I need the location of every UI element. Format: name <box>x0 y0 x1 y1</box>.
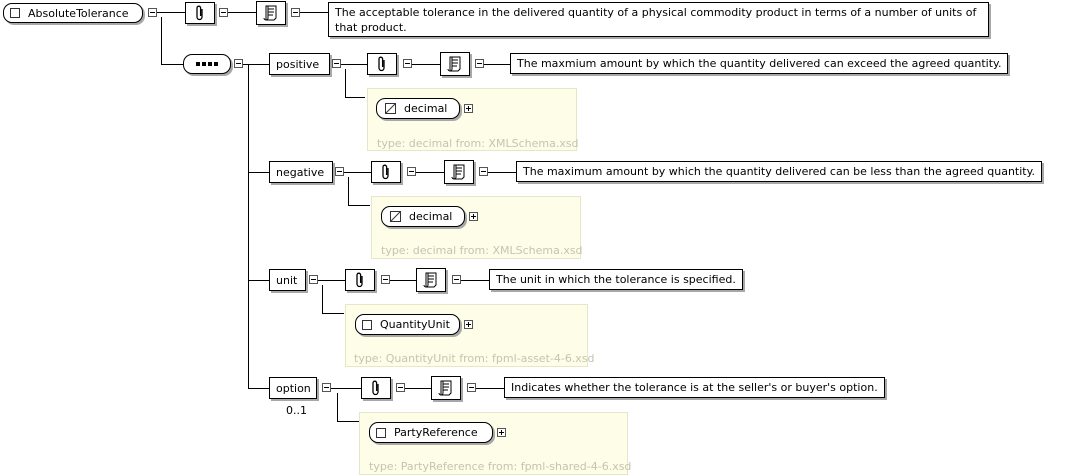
unit-type-expand-button[interactable] <box>464 320 473 329</box>
element-option[interactable]: option <box>269 377 317 399</box>
triangle-icon <box>385 103 396 114</box>
type-name: QuantityUnit <box>380 318 450 331</box>
option-type-box[interactable]: PartyReference <box>369 422 493 443</box>
unit-type-box[interactable]: QuantityUnit <box>355 314 460 335</box>
positive-documentation-collapse[interactable] <box>475 59 484 68</box>
option-collapse-button[interactable] <box>322 383 331 392</box>
scroll-icon <box>447 56 461 72</box>
element-unit[interactable]: unit <box>269 269 306 291</box>
unit-documentation-text: The unit in which the tolerance is speci… <box>489 269 743 290</box>
square-icon <box>376 427 386 438</box>
element-name: positive <box>276 57 320 71</box>
type-name: decimal <box>409 210 453 223</box>
element-name: unit <box>276 273 298 287</box>
paperclip-icon <box>372 380 379 396</box>
negative-type-expand-button[interactable] <box>469 212 478 221</box>
unit-annotation-collapse[interactable] <box>381 275 390 284</box>
option-documentation-text: Indicates whether the tolerance is at th… <box>504 377 885 398</box>
element-positive[interactable]: positive <box>269 53 330 75</box>
root-collapse-button[interactable] <box>148 8 157 17</box>
positive-type-caption: type: decimal from: XMLSchema.xsd <box>377 137 579 150</box>
negative-type-box[interactable]: decimal <box>381 206 465 227</box>
triangle-icon <box>390 211 401 222</box>
root-annotation-collapse[interactable] <box>219 8 228 17</box>
unit-documentation-box[interactable] <box>416 268 446 292</box>
scroll-icon <box>263 5 277 21</box>
positive-type-box[interactable]: decimal <box>376 98 460 119</box>
negative-type-caption: type: decimal from: XMLSchema.xsd <box>381 244 583 257</box>
positive-type-expand-button[interactable] <box>464 104 473 113</box>
root-element-box[interactable]: AbsoluteTolerance <box>3 3 143 23</box>
unit-annotation-box[interactable] <box>345 269 375 291</box>
option-documentation-box[interactable] <box>431 376 461 400</box>
positive-annotation-box[interactable] <box>367 53 397 75</box>
negative-documentation-text: The maximum amount by which the quantity… <box>516 161 1043 182</box>
root-documentation-box[interactable] <box>256 1 286 25</box>
complex-type-icon <box>10 8 20 18</box>
positive-documentation-box[interactable] <box>440 52 470 76</box>
unit-type-caption: type: QuantityUnit from: fpml-asset-4-6.… <box>354 352 595 365</box>
scroll-icon <box>451 164 465 180</box>
paperclip-icon <box>356 272 363 288</box>
option-documentation-collapse[interactable] <box>467 383 476 392</box>
option-type-caption: type: PartyReference from: fpml-shared-4… <box>369 460 632 473</box>
positive-annotation-collapse[interactable] <box>403 59 412 68</box>
sequence-compositor[interactable] <box>183 54 231 74</box>
element-negative[interactable]: negative <box>269 161 333 183</box>
unit-collapse-button[interactable] <box>309 275 318 284</box>
type-name: decimal <box>404 102 448 115</box>
negative-documentation-collapse[interactable] <box>479 167 488 176</box>
root-annotation-box[interactable] <box>185 2 215 24</box>
positive-documentation-text: The maxmium amount by which the quantity… <box>510 53 1009 74</box>
option-cardinality: 0..1 <box>286 404 307 417</box>
paperclip-icon <box>378 56 385 72</box>
negative-documentation-box[interactable] <box>444 160 474 184</box>
option-type-expand-button[interactable] <box>497 428 506 437</box>
root-documentation-text: The acceptable tolerance in the delivere… <box>328 2 989 37</box>
unit-documentation-collapse[interactable] <box>452 275 461 284</box>
root-element-name: AbsoluteTolerance <box>28 6 129 20</box>
negative-annotation-box[interactable] <box>371 161 401 183</box>
positive-collapse-button[interactable] <box>332 59 341 68</box>
scroll-icon <box>423 272 437 288</box>
option-annotation-box[interactable] <box>361 377 391 399</box>
option-annotation-collapse[interactable] <box>396 383 405 392</box>
element-name: negative <box>276 165 325 179</box>
negative-annotation-collapse[interactable] <box>407 167 416 176</box>
paperclip-icon <box>196 5 203 21</box>
sequence-icon <box>184 62 230 66</box>
negative-collapse-button[interactable] <box>335 167 344 176</box>
paperclip-icon <box>382 164 389 180</box>
root-documentation-collapse[interactable] <box>291 8 300 17</box>
element-name: option <box>276 381 311 395</box>
type-name: PartyReference <box>394 426 478 439</box>
square-icon <box>362 319 372 330</box>
sequence-collapse-button[interactable] <box>234 59 243 68</box>
scroll-icon <box>438 380 452 396</box>
